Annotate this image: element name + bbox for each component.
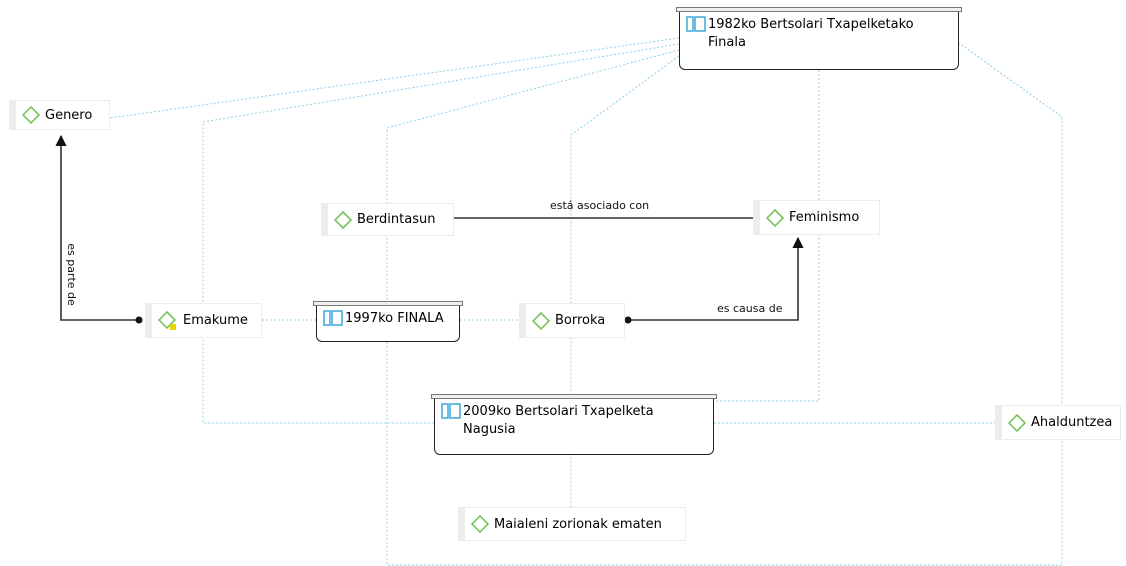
edge-borroka-feminismo[interactable] [628, 236, 804, 321]
code-diamond-icon [22, 106, 40, 124]
code-label: Genero [45, 107, 93, 123]
code-label: Berdintasun [357, 212, 436, 227]
document-icon [441, 403, 461, 419]
code-diamond-icon [334, 210, 352, 229]
relation-label-part-of: es parte de [64, 243, 78, 306]
document-header-bar [431, 394, 717, 399]
code-label: Borroka [555, 313, 606, 328]
code-diamond-icon [1008, 413, 1026, 432]
document-label: 1982ko Bertsolari Txapelketako Finala [708, 17, 914, 50]
code-diamond-icon [471, 515, 489, 533]
link-1982-2009-left [202, 43, 680, 424]
document-node-1982[interactable]: 1982ko Bertsolari Txapelketako Finala [676, 7, 962, 70]
code-diamond-icon [532, 311, 550, 330]
edge-emakume-genero[interactable] [55, 134, 139, 321]
code-node-emakume[interactable]: Emakume [145, 303, 262, 338]
code-node-genero[interactable]: Genero [9, 100, 110, 130]
code-label: Feminismo [789, 210, 860, 225]
code-node-berdintasun[interactable]: Berdintasun [321, 203, 454, 236]
document-label: 1997ko FINALA [345, 311, 444, 326]
link-1982-genero [109, 37, 680, 119]
document-header-bar [313, 301, 463, 306]
document-label: 2009ko Bertsolari Txapelketa Nagusia [463, 404, 654, 437]
link-1982-maialeni-loop [386, 42, 1063, 566]
document-header-bar [676, 7, 962, 12]
link-1982-maialeni [570, 55, 680, 507]
relation-label-associated: está asociado con [550, 199, 650, 212]
code-diamond-icon [766, 208, 784, 227]
edge-start-dot-borroka [624, 316, 632, 324]
code-label: Emakume [183, 313, 248, 328]
code-node-feminismo[interactable]: Feminismo [753, 200, 880, 235]
document-node-2009[interactable]: 2009ko Bertsolari Txapelketa Nagusia [431, 394, 717, 455]
document-icon [686, 16, 706, 32]
code-label: Ahalduntzea [1031, 415, 1113, 430]
relation-label-cause-of: es causa de [717, 302, 783, 315]
code-node-maialeni[interactable]: Maialeni zorionak ematen [458, 507, 686, 541]
document-node-1997[interactable]: 1997ko FINALA [313, 301, 463, 342]
code-node-borroka[interactable]: Borroka [519, 303, 625, 338]
link-1982-2009-right [714, 70, 820, 402]
edge-start-dot-emakume [135, 316, 143, 324]
document-icon [323, 310, 343, 326]
code-diamond-memo-icon [158, 310, 177, 330]
code-node-ahalduntzea[interactable]: Ahalduntzea [995, 405, 1121, 440]
code-label: Maialeni zorionak ematen [494, 516, 662, 532]
